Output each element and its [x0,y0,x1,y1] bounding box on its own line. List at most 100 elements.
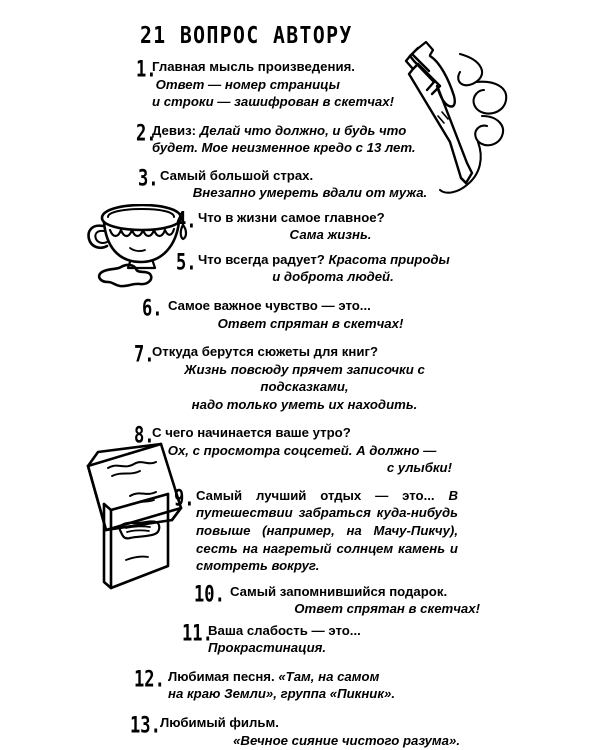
question-text: Откуда берутся сюжеты для книг? [152,344,378,360]
question-item: 9.Самый лучший отдых — это... В путешест… [174,487,458,575]
question-item: 4.Что в жизни самое главное? Сама жизнь. [176,209,463,244]
question-line: Ответ спрятан в скетчах! [168,315,453,333]
answer-text: будет. Мое неизменное кредо с 13 лет. [152,140,416,156]
question-body: Ваша слабость — это... Прокрастинация. [208,622,480,657]
question-text: Главная мысль произведения. [152,59,355,74]
question-number: 12. [134,666,165,693]
answer-text: Делай что должно, и будь что [199,122,407,138]
question-text: Самый запомнившийся подарок. [230,583,448,599]
answer-text: Сама жизнь. [289,227,372,243]
question-line: Ответ спрятан в скетчах! [230,600,480,618]
question-text: С чего начинается ваше утро? [152,425,351,441]
question-line: Самое важное чувство — это... [168,297,453,315]
question-text: Самый лучший отдых — это... [196,487,449,503]
question-text: Ваша слабость — это... [208,622,361,638]
question-number: 2. [136,120,157,147]
question-item: 11.Ваша слабость — это... Прокрастинация… [182,622,480,657]
answer-text: Ответ спрятан в скетчах! [294,601,480,617]
question-body: С чего начинается ваше утро?Ох, с просмо… [152,424,452,477]
question-line: на краю Земли», группа «Пикник». [168,685,458,703]
question-item: 7.Откуда берутся сюжеты для книг?Жизнь п… [134,343,457,413]
question-body: Главная мысль произведения. Ответ — номе… [152,58,452,111]
question-text: Самый большой страх. [160,167,314,183]
question-line: Что в жизни самое главное? [198,209,463,227]
question-line: и доброта людей. [198,268,468,286]
question-line: Ох, с просмотра соцсетей. А должно — [152,442,452,460]
question-text: Что всегда радует? [198,251,329,267]
question-line: «Вечное сияние чистого разума». [160,732,460,750]
question-text: Самое важное чувство — это... [168,298,371,314]
answer-text: Жизнь повсюду прячет записочки с подсказ… [184,361,425,395]
question-body: Самый лучший отдых — это... В путешестви… [196,487,458,575]
question-body: Любимый фильм. «Вечное сияние чистого раз… [160,714,460,749]
question-number: 5. [176,249,197,276]
question-item: 3.Самый большой страх. Внезапно умереть в… [138,167,460,202]
page-title: 21 ВОПРОС АВТОРУ [140,21,353,49]
question-text: Девиз: [152,122,200,138]
question-line: и строки — зашифрован в скетчах! [152,93,452,111]
answer-text: и доброта людей. [272,269,394,285]
answer-text: Ответ спрятан в скетчах! [217,315,404,331]
question-line: Любимый фильм. [160,714,460,732]
question-line: Жизнь повсюду прячет записочки с подсказ… [152,361,457,396]
question-line: С чего начинается ваше утро? [152,424,452,442]
question-body: Что в жизни самое главное? Сама жизнь. [198,209,463,244]
answer-text: «Там, на самом [278,668,380,684]
question-number: 6. [142,295,163,322]
question-line: надо только уметь их находить. [152,396,457,414]
question-line: Главная мысль произведения. [152,58,452,76]
question-number: 1. [136,56,157,83]
question-item: 6.Самое важное чувство — это...Ответ спр… [142,297,453,332]
answer-text: на краю Земли», группа «Пикник». [168,686,396,702]
question-line: Ответ — номер страницы [152,76,452,94]
question-number: 7. [134,341,155,368]
question-text: Любимый фильм. [160,714,279,730]
question-line: с улыбки! [152,459,452,477]
question-number: 4. [176,207,197,234]
answer-text: Прокрастинация. [208,640,327,656]
questions-list: 1.Главная мысль произведения. Ответ — но… [0,58,600,749]
question-number: 10. [194,581,225,608]
question-line: Самый лучший отдых — это... В путешестви… [196,487,458,575]
question-line: Сама жизнь. [198,226,463,244]
question-body: Откуда берутся сюжеты для книг?Жизнь пов… [152,343,457,413]
question-line: Девиз: Делай что должно, и будь что [152,122,452,140]
question-number: 13. [130,712,161,739]
question-line: Самый запомнившийся подарок. [230,583,480,601]
question-body: Самое важное чувство — это...Ответ спрят… [168,297,453,332]
question-text: Любимая песня. [168,668,279,684]
answer-text: Красота природы [328,251,450,267]
answer-text: Ох, с просмотра соцсетей. А должно — [167,442,437,458]
question-line: Ваша слабость — это... Прокрастинация. [208,622,480,657]
question-line: Внезапно умереть вдали от мужа. [160,184,460,202]
question-text: Что в жизни самое главное? [198,209,385,225]
question-number: 9. [174,485,195,512]
answer-text: и строки — зашифрован в скетчах! [152,94,394,110]
question-line: Самый большой страх. [160,167,460,185]
question-line: будет. Мое неизменное кредо с 13 лет. [152,139,452,157]
answer-text: с улыбки! [386,460,452,476]
answer-text: надо только уметь их находить. [191,396,418,412]
question-body: Самый запомнившийся подарок. Ответ спрята… [230,583,480,618]
answer-text: «Вечное сияние чистого разума». [233,732,460,748]
answer-text: В путешествии забраться куда-нибудь повы… [196,487,458,574]
question-item: 13.Любимый фильм. «Вечное сияние чистого … [130,714,460,749]
question-number: 11. [182,620,213,647]
question-item: 10. Самый запомнившийся подарок. Ответ спр… [194,583,480,618]
question-number: 3. [138,165,159,192]
question-item: 8.С чего начинается ваше утро?Ох, с прос… [134,424,452,477]
question-line: Откуда берутся сюжеты для книг? [152,343,457,361]
question-item: 1.Главная мысль произведения. Ответ — но… [136,58,452,111]
question-line: Что всегда радует? Красота природы [198,251,468,269]
answer-text: Внезапно умереть вдали от мужа. [192,185,428,201]
question-body: Самый большой страх. Внезапно умереть вда… [160,167,460,202]
answer-text: Ответ — номер страницы [152,76,340,92]
question-line: Любимая песня. «Там, на самом [168,668,458,686]
